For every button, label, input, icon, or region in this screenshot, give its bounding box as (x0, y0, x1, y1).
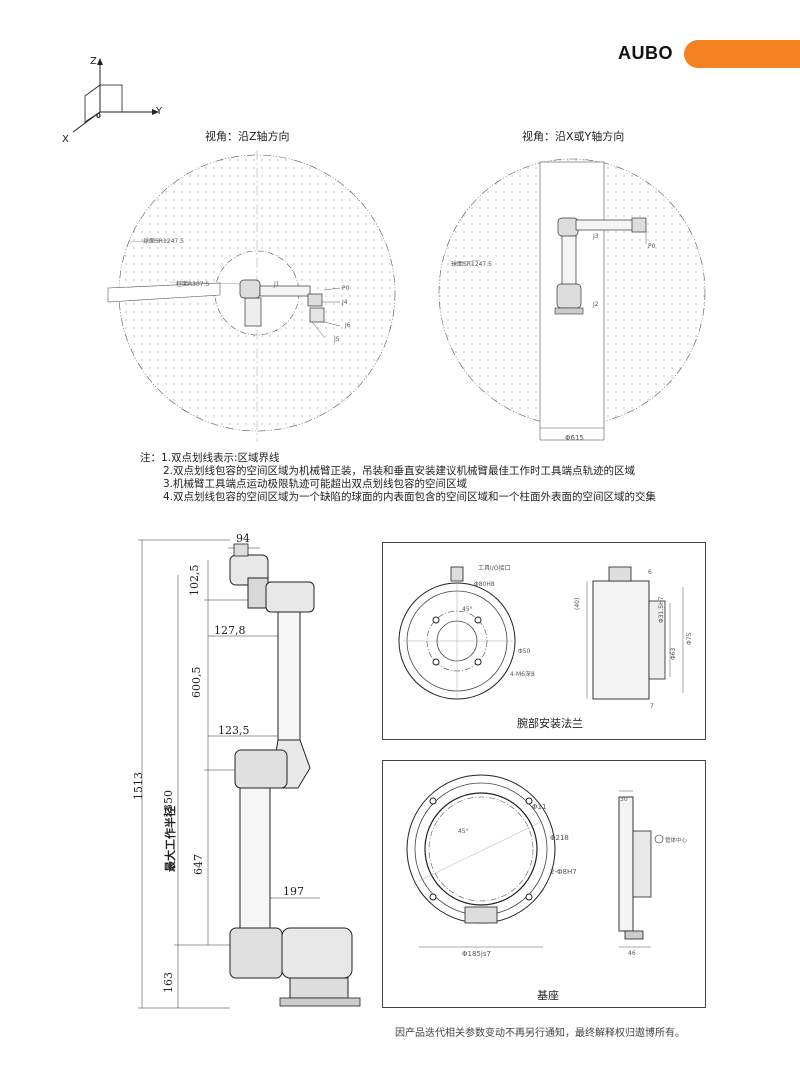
base-label-45: 45° (458, 828, 469, 835)
joint-label-j4: J4 (342, 299, 348, 306)
base-label-phi218: Φ218 (550, 834, 569, 842)
joint-label-p0: P0 (342, 285, 350, 292)
flange-label-phi50: Φ50 (518, 648, 531, 655)
base-panel (382, 760, 706, 1008)
joint-label-p0-right: P0 (648, 243, 656, 250)
joint-label-j3: J3 (593, 233, 599, 240)
axis-z-label: Z (90, 56, 97, 67)
note-3: 3.机械臂工具端点运动极限轨迹可能超出双点划线包容的空间区域 (163, 478, 468, 490)
flange-label-phi75: Φ75 (686, 632, 693, 645)
dim-600-5: 600,5 (190, 666, 203, 699)
flange-label-40: (40) (574, 597, 581, 610)
note-2: 2.双点划线包容的空间区域为机械臂正装，吊装和垂直安装建议机械臂最佳工作时工具端… (163, 465, 636, 477)
left-sphere-label: 球面SR1247.5 (143, 238, 184, 245)
workspace-top-view (107, 150, 396, 442)
flange-label-45: 45° (462, 606, 473, 613)
note-1: 注：1.双点划线表示:区域界线 (140, 452, 280, 464)
right-cylinder-dim: Φ615 (565, 434, 584, 442)
dim-127-8: 127,8 (214, 624, 246, 637)
wrist-flange-panel (382, 542, 706, 740)
brand-logo: AUBO (618, 43, 673, 63)
flange-label-io: 工具I/O接口 (478, 565, 511, 572)
base-caption: 基座 (537, 989, 559, 1002)
note-4: 4.双点划线包容的空间区域为一个缺陷的球面的内表面包含的空间区域和一个柱面外表面… (163, 491, 657, 503)
base-label-center: 管体中心 (665, 838, 688, 844)
flange-label-phi31: Φ31.5H7 (658, 596, 665, 623)
flange-label-6: 6 (648, 569, 652, 576)
footer-disclaimer: 因产品迭代相关参数变动不再另行通知，最终解释权归遨博所有。 (395, 1028, 685, 1039)
base-label-2phi8: 2-Φ8H7 (550, 868, 577, 876)
flange-label-m6: 4-M6深8 (510, 671, 535, 678)
axis-origin-label: 0 (96, 112, 101, 120)
dim-102-5: 102,5 (188, 564, 201, 597)
dim-123-5: 123,5 (218, 724, 250, 737)
workspace-side-view (438, 158, 706, 441)
notes-block: 注：1.双点划线表示:区域界线 2.双点划线包容的空间区域为机械臂正装，吊装和垂… (140, 452, 656, 504)
view-title-xy: 视角：沿X或Y轴方向 (522, 130, 625, 143)
axis-y-label: Y (156, 106, 163, 117)
notes-prefix: 注： (140, 452, 161, 464)
joint-label-j1: J1 (274, 281, 280, 288)
dim-647: 647 (192, 854, 205, 875)
base-label-46: 46 (628, 950, 636, 957)
axes-icon (72, 58, 159, 133)
wrist-flange-drawing (398, 566, 684, 700)
robot-arm-drawing (138, 539, 361, 1009)
max-radius-label: 最大工作半径 (164, 806, 177, 872)
flange-label-phi80: Φ80H8 (474, 581, 495, 588)
joint-label-j2: J2 (593, 301, 599, 308)
dim-1513: 1513 (132, 772, 145, 800)
axis-x-label: X (62, 134, 69, 145)
dim-197: 197 (283, 885, 304, 898)
dim-163: 163 (162, 972, 175, 993)
base-label-30: 30 (620, 796, 628, 803)
base-label-phi11: Φ11 (532, 803, 547, 811)
flange-label-phi63: Φ63 (670, 647, 677, 660)
joint-label-j6: J6 (345, 322, 351, 329)
brand-accent-bar (684, 40, 800, 68)
right-sphere-label: 球面SR1247.5 (451, 261, 492, 268)
base-label-phi185: Φ185js7 (462, 950, 491, 958)
dim-94: 94 (236, 532, 250, 545)
left-cylinder-label: 柱面R307.5 (176, 281, 210, 288)
wrist-flange-caption: 腕部安装法兰 (517, 717, 583, 730)
joint-label-j5: J5 (334, 336, 340, 343)
flange-label-7: 7 (650, 703, 654, 710)
view-title-z: 视角：沿Z轴方向 (205, 130, 290, 143)
base-drawing (406, 774, 664, 948)
